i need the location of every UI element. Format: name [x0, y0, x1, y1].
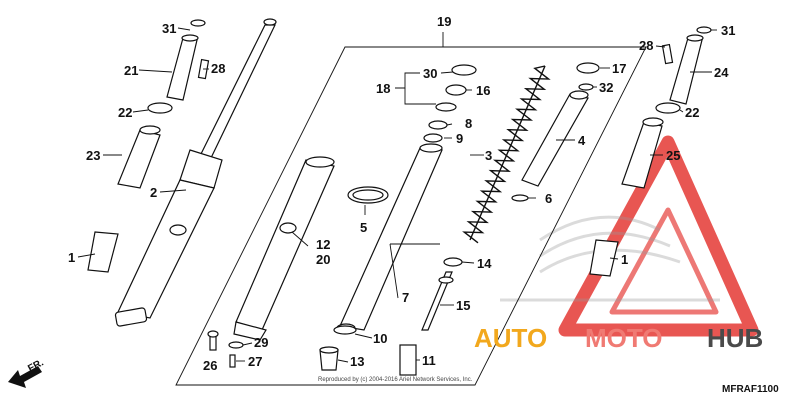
part-5-ring [347, 186, 389, 204]
label-2: 2 [150, 185, 157, 200]
label-11: 11 [422, 353, 436, 368]
label-12: 12 [316, 237, 330, 252]
label-18: 18 [376, 81, 390, 96]
watermark-logo-text: AUTO MOTO HUB [474, 323, 763, 353]
part-1-right-block [589, 239, 619, 277]
part-fork-cover-left [117, 19, 210, 189]
watermark-word-auto: AUTO [474, 323, 547, 353]
label-29: 29 [254, 335, 268, 350]
label-28a: 28 [211, 61, 225, 76]
part-lower-bits [319, 325, 417, 376]
label-5: 5 [360, 220, 367, 235]
label-28b: 28 [639, 38, 653, 53]
label-17: 17 [612, 61, 626, 76]
watermark-triangle [558, 135, 759, 337]
label-19: 19 [437, 14, 451, 29]
label-8: 8 [465, 116, 472, 131]
label-13: 13 [350, 354, 364, 369]
label-6: 6 [545, 191, 552, 206]
label-1b: 1 [621, 252, 628, 267]
part-7-inner-tube [336, 143, 443, 333]
watermark-word-hub: HUB [707, 323, 763, 353]
label-31a: 31 [162, 21, 176, 36]
label-1a: 1 [68, 250, 75, 265]
label-25: 25 [666, 148, 680, 163]
part-fork-cover-right [621, 26, 712, 189]
label-30: 30 [423, 66, 437, 81]
callout-labels: 19 31 21 28 22 23 2 1 30 18 16 8 9 3 17 … [26, 14, 779, 395]
part-3-spring [462, 65, 551, 244]
label-20: 20 [316, 252, 330, 267]
label-7: 7 [402, 290, 409, 305]
label-23: 23 [86, 148, 100, 163]
label-9: 9 [456, 131, 463, 146]
label-3: 3 [485, 148, 492, 163]
label-32: 32 [599, 80, 613, 95]
part-1-left-block [87, 231, 119, 273]
label-4: 4 [578, 133, 586, 148]
part-4-rod [521, 90, 589, 187]
front-arrow-icon [8, 366, 42, 388]
part-fork-outer-tube-left [114, 18, 277, 327]
label-15: 15 [456, 298, 470, 313]
label-24: 24 [714, 65, 729, 80]
label-10: 10 [373, 331, 387, 346]
leader-lines [77, 27, 717, 363]
part-15-damper-rod [421, 257, 463, 331]
part-small-rings-right [511, 62, 600, 202]
label-22b: 22 [685, 105, 699, 120]
figure-code: MFRAF1100 [722, 384, 779, 395]
copyright-text: Reproduced by (c) 2004-2016 Ariel Networ… [318, 377, 473, 383]
front-label: FR. [26, 357, 46, 374]
label-27: 27 [248, 354, 262, 369]
label-16: 16 [476, 83, 490, 98]
assembly-19-outline [175, 46, 647, 386]
label-31b: 31 [721, 23, 735, 38]
label-21: 21 [124, 63, 138, 78]
label-14: 14 [477, 256, 492, 271]
label-22a: 22 [118, 105, 132, 120]
part-outer-tube-12 [233, 156, 335, 341]
label-26: 26 [203, 358, 217, 373]
watermark-word-moto: MOTO [585, 323, 663, 353]
spring-coil [462, 65, 551, 244]
